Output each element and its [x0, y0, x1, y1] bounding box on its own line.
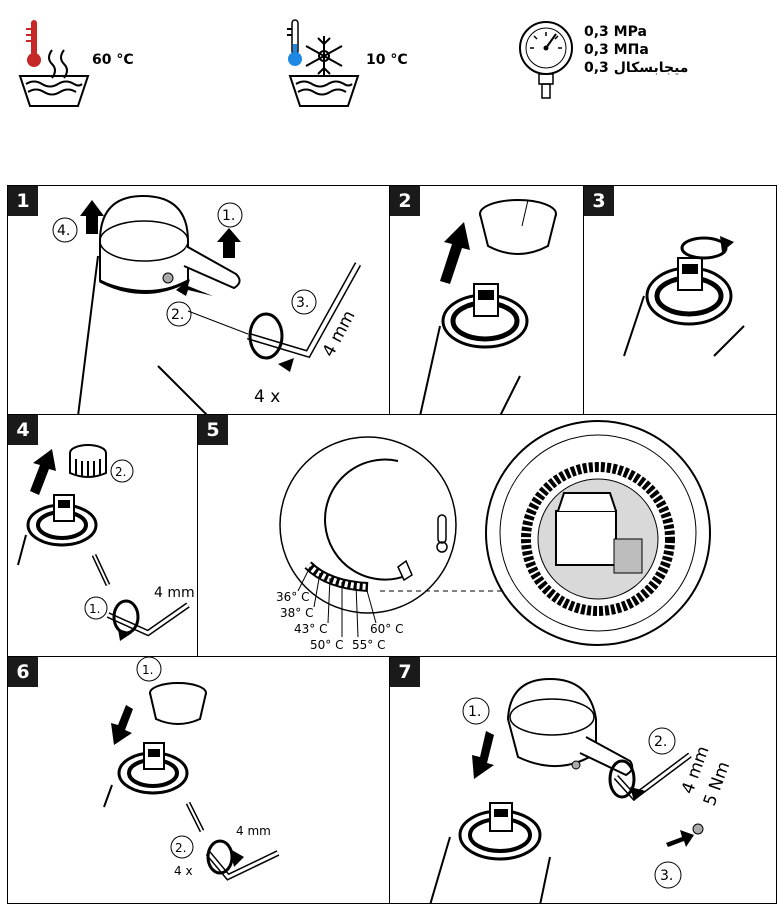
pressure-line-2: 0,3 МПа [584, 42, 649, 58]
step-6-illustration: 1. 2. 4 mm 4 x [103, 657, 280, 881]
step-6-badge: 6 [8, 657, 38, 687]
step-5-temp-43: 43° C [294, 622, 327, 636]
cold-water-spec: 10 °C [282, 14, 432, 114]
step-1-label-3: 3. [296, 295, 309, 311]
step-6-label-1: 1. [142, 663, 153, 677]
step-4-badge: 4 [8, 415, 38, 445]
step-1-label-1: 1. [222, 208, 235, 224]
step-5-badge: 5 [198, 415, 228, 445]
step-3-badge: 3 [584, 186, 614, 216]
step-7-badge: 7 [390, 657, 420, 687]
step-4-label-2: 2. [115, 465, 126, 479]
step-2-illustration [419, 199, 557, 414]
step-1-badge: 1 [8, 186, 38, 216]
step-5-temp-55: 55° C [352, 638, 385, 652]
step-5-temp-38: 38° C [280, 606, 313, 620]
step-2-badge: 2 [390, 186, 420, 216]
step-4-panel: 4 2. 1. 4 mm [7, 414, 198, 657]
step-4-illustration: 2. 1. 4 mm [17, 444, 195, 641]
step-1-label-2: 2. [171, 307, 184, 323]
step-3-panel: 3 [583, 185, 777, 415]
step-1-label-4: 4. [57, 223, 70, 239]
step-5-temp-50: 50° C [310, 638, 343, 652]
hot-temperature: 60 °C [92, 52, 134, 68]
hot-water-spec: 60 °C [12, 14, 162, 114]
step-6-panel: 6 1. 2. 4 mm 4 x [7, 656, 390, 904]
step-6-label-2: 2. [175, 841, 186, 855]
pressure-spec: 0,3 MPa 0,3 МПа 0,3 ميجابسكال [512, 14, 702, 114]
step-1-count: 4 x [254, 387, 280, 407]
step-1-size: 4 mm [319, 307, 360, 360]
step-1-illustration: 4. 1. 2. 3. 4 mm 4 x [52, 194, 362, 414]
step-5-temp-60: 60° C [370, 622, 403, 636]
step-7-label-3: 3. [660, 868, 673, 884]
step-7-label-1: 1. [468, 704, 481, 720]
step-1-panel: 1 4. 1. 2. 3. 4 mm 4 x [7, 185, 390, 415]
step-7-label-2: 2. [654, 734, 667, 750]
step-5-temp-36: 36° C [276, 590, 309, 604]
pressure-line-3: 0,3 ميجابسكال [584, 60, 689, 76]
step-7-panel: 7 1. 2. 4 mm 5 Nm 3. [389, 656, 777, 904]
pressure-line-1: 0,3 MPa [584, 24, 647, 40]
step-2-panel: 2 [389, 185, 584, 415]
step-5-illustration: 36° C 38° C 43° C 50° C 55° C 60° C [276, 420, 711, 652]
step-3-illustration [623, 236, 745, 357]
step-6-size: 4 mm [236, 824, 271, 838]
step-4-size: 4 mm [154, 585, 195, 601]
cold-water-snowflake-icon [287, 19, 360, 107]
hot-water-thermometer-icon [18, 20, 90, 107]
pressure-gauge-icon [519, 21, 573, 99]
step-4-label-1: 1. [89, 602, 100, 616]
step-5-panel: 5 36° C 38° C 43° C 50° C 55° C 60° C [197, 414, 777, 657]
step-7-illustration: 1. 2. 4 mm 5 Nm 3. [429, 677, 734, 903]
cold-temperature: 10 °C [366, 52, 408, 68]
step-6-count: 4 x [174, 864, 193, 878]
